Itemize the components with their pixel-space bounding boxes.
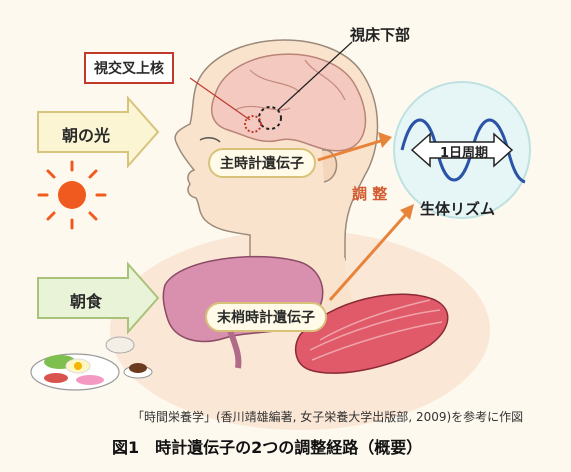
peripheral-to-rhythm-arrow xyxy=(328,211,410,301)
hypothalamus-leader xyxy=(277,41,353,111)
peripheral-to-rhythm-head xyxy=(400,204,414,220)
brain-fold xyxy=(234,105,291,111)
source-note: 「時間栄養学」(香川靖雄編著, 女子栄養大学出版部, 2009)を参考に作図 xyxy=(132,410,524,424)
breakfast-arrow xyxy=(37,261,160,335)
scn-marker xyxy=(244,115,262,133)
main-to-rhythm-head xyxy=(378,132,392,148)
brain-fold xyxy=(249,69,301,93)
muscle-fiber xyxy=(311,321,443,361)
muscle-fiber xyxy=(309,309,441,351)
adjust-label: 調 整 xyxy=(352,185,388,203)
peripheral-clock-gene-label: 末梢時計遺伝子 xyxy=(205,302,327,332)
figure-caption: 図1 時計遺伝子の2つの調整経路（概要） xyxy=(112,438,423,457)
hypothalamus-label: 視床下部 xyxy=(350,26,411,44)
main-clock-gene-label: 主時計遺伝子 xyxy=(208,148,316,178)
light-arrow xyxy=(37,95,160,169)
muscle xyxy=(294,293,449,374)
breakfast-label: 朝食 xyxy=(70,292,103,311)
eye xyxy=(199,137,221,143)
sun-icon xyxy=(37,160,107,230)
hypothalamus-marker xyxy=(258,106,282,130)
period-arrow xyxy=(410,132,514,168)
period-label: 1日周期 xyxy=(440,146,489,161)
muscle-fiber xyxy=(319,299,431,341)
main-to-rhythm-arrow xyxy=(317,138,385,162)
brain-fold xyxy=(304,59,346,101)
morning-light-label: 朝の光 xyxy=(62,126,111,145)
scn-leader xyxy=(189,77,251,121)
scn-label: 視交叉上核 xyxy=(84,52,174,84)
breakfast-food-icon xyxy=(30,336,153,391)
liver-vessel xyxy=(227,329,242,369)
biorhythm-label: 生体リズム xyxy=(420,200,496,218)
